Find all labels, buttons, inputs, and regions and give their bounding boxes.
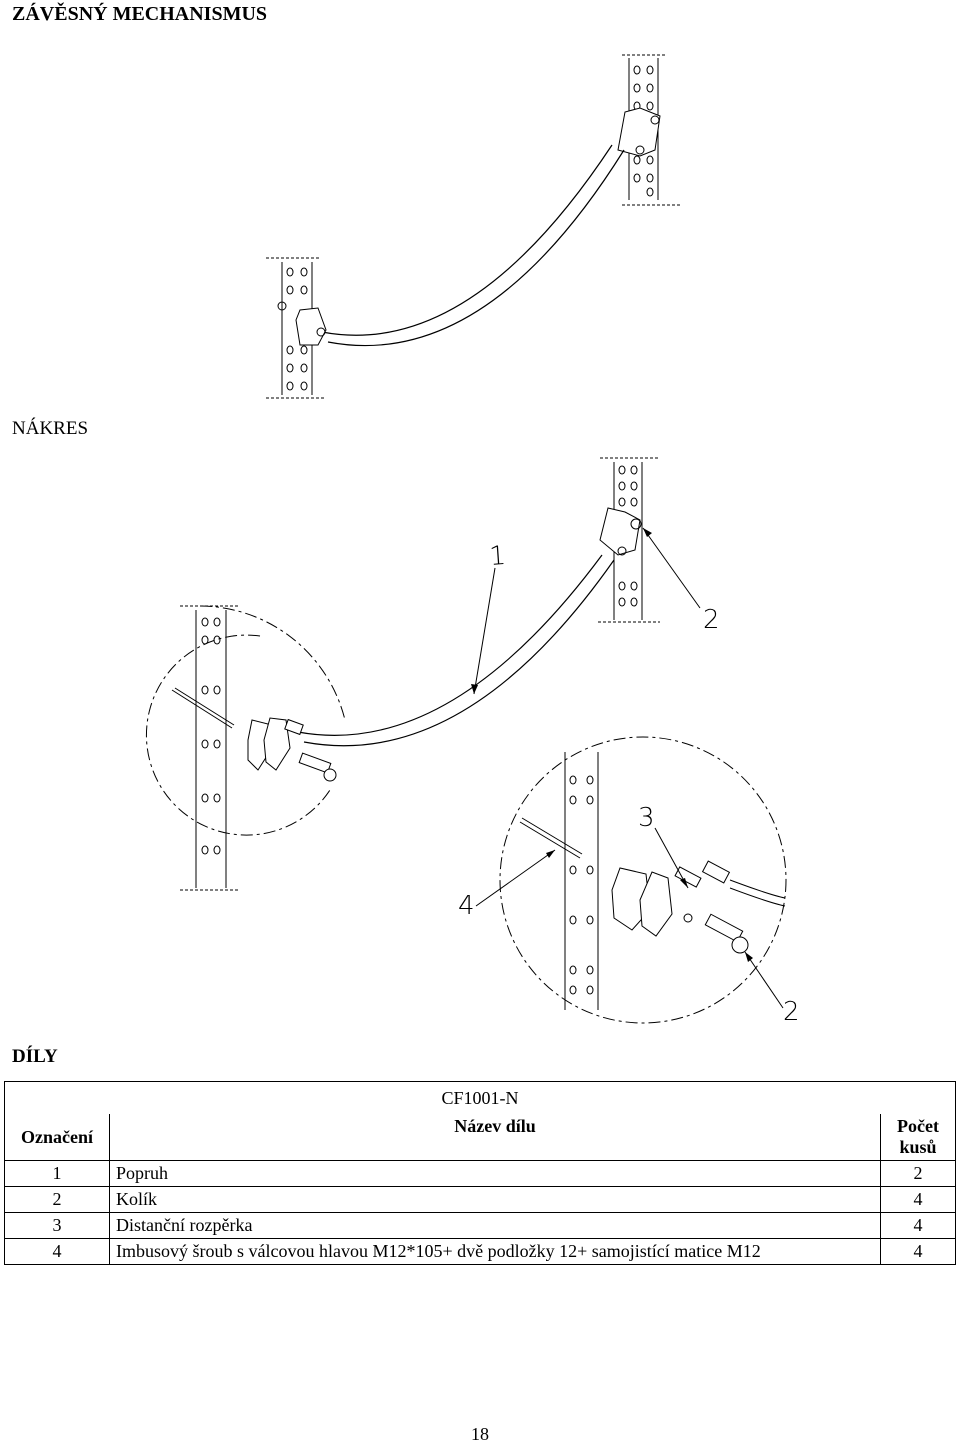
row-mark: 4 (4, 1238, 110, 1265)
header-mark: Označení (4, 1114, 110, 1161)
table-row: 2 Kolík 4 (4, 1186, 956, 1213)
callout-2-label: 2 (703, 605, 720, 635)
header-row: Označení Název dílu Počet kusů (4, 1114, 956, 1161)
section-parts-heading: DÍLY (12, 1046, 58, 1067)
table-row: 1 Popruh 2 (4, 1160, 956, 1187)
row-qty: 4 (880, 1212, 956, 1239)
page-title: ZÁVĚSNÝ MECHANISMUS (12, 3, 268, 25)
callout-1-label: 1 (488, 541, 507, 572)
section-drawing-heading: NÁKRES (12, 418, 89, 439)
row-mark: 3 (4, 1212, 110, 1239)
row-name: Imbusový šroub s válcovou hlavou M12*105… (109, 1238, 881, 1265)
row-mark: 2 (4, 1186, 110, 1213)
model-row: CF1001-N (4, 1081, 956, 1114)
header-qty: Počet kusů (880, 1114, 956, 1161)
header-name: Název dílu (109, 1114, 881, 1161)
row-name: Distanční rozpěrka (109, 1212, 881, 1239)
top-strap-drawing (266, 54, 680, 399)
table-row: 4 Imbusový šroub s válcovou hlavou M12*1… (4, 1238, 956, 1265)
exploded-assembly-drawing: 1 2 (145, 457, 800, 1027)
table-row: 3 Distanční rozpěrka 4 (4, 1212, 956, 1239)
callout-2b-label: 2 (783, 997, 800, 1027)
callout-4-label: 4 (458, 891, 475, 921)
row-name: Kolík (109, 1186, 881, 1213)
row-qty: 4 (880, 1186, 956, 1213)
row-name: Popruh (109, 1160, 881, 1187)
model-code: CF1001-N (4, 1081, 956, 1114)
row-qty: 2 (880, 1160, 956, 1187)
parts-table: CF1001-N Označení Název dílu Počet kusů … (4, 1081, 956, 1265)
row-mark: 1 (4, 1160, 110, 1187)
callout-3-label: 3 (638, 803, 655, 833)
page-number: 18 (471, 1424, 489, 1444)
row-qty: 4 (880, 1238, 956, 1265)
